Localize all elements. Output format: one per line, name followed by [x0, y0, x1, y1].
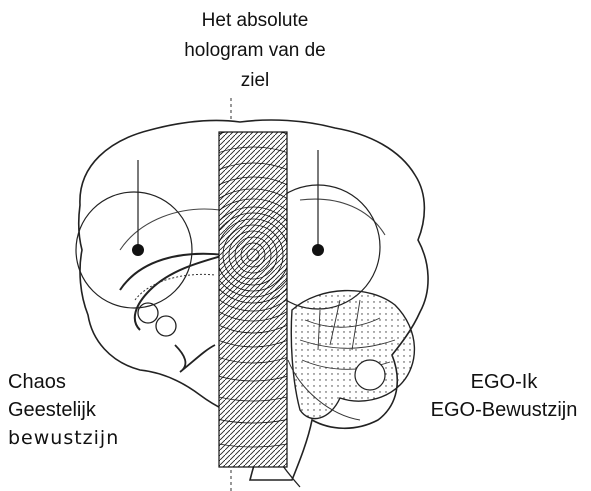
right-dot: [312, 244, 324, 256]
left-label-line-2: Geestelijk: [8, 396, 119, 424]
right-label-line-1: EGO-Ik: [420, 368, 588, 396]
left-dot: [132, 244, 144, 256]
left-label: Chaos Geestelijk bewustzijn: [8, 368, 119, 452]
right-label-line-2: EGO-Bewustzijn: [420, 396, 588, 424]
left-label-line-3: bewustzijn: [8, 424, 119, 452]
small-node-2: [156, 316, 176, 336]
cerebellum-lobule: [355, 360, 385, 390]
left-label-line-1: Chaos: [8, 368, 119, 396]
right-label: EGO-Ik EGO-Bewustzijn: [420, 368, 588, 424]
cerebellum: [291, 291, 414, 419]
